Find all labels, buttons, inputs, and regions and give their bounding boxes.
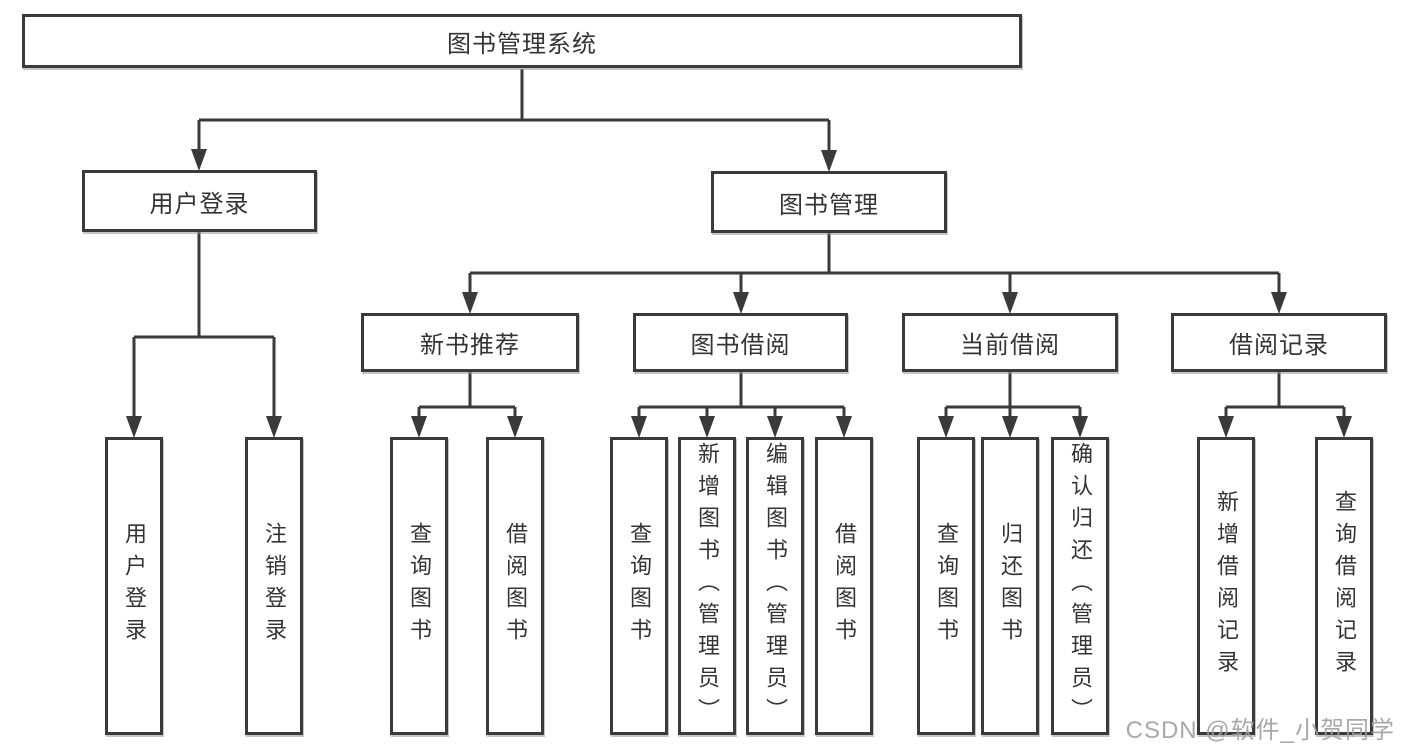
connector-borrow-to-leaves bbox=[637, 371, 846, 418]
node-new-book-recommend: 新书推荐 bbox=[361, 313, 579, 372]
connector-records-to-leaves bbox=[1224, 371, 1346, 418]
leaf-records-add-record: 新增借阅记录 bbox=[1197, 437, 1255, 735]
leaf-recommend-borrow-books: 借阅图书 bbox=[486, 437, 544, 735]
leaf-user-login: 用户登录 bbox=[105, 437, 163, 735]
arrowhead-icons bbox=[126, 149, 1352, 438]
leaf-current-query-books: 查询图书 bbox=[917, 437, 975, 735]
connector-current-to-leaves bbox=[944, 371, 1082, 418]
leaf-current-return-books: 归还图书 bbox=[981, 437, 1039, 735]
node-user-login: 用户登录 bbox=[82, 170, 317, 232]
node-borrow-records: 借阅记录 bbox=[1171, 313, 1387, 372]
leaf-current-confirm-return-admin: 确认归还（管理员） bbox=[1051, 437, 1109, 735]
leaf-records-query-record: 查询借阅记录 bbox=[1315, 437, 1373, 735]
leaf-borrow-add-books-admin: 新增图书（管理员） bbox=[678, 437, 736, 735]
leaf-borrow-borrow-books: 借阅图书 bbox=[815, 437, 873, 735]
connector-manage-to-level3 bbox=[468, 232, 1281, 294]
connector-recommend-to-leaves bbox=[417, 371, 517, 418]
connector-login-to-leaves bbox=[132, 231, 276, 418]
node-current-borrow: 当前借阅 bbox=[902, 313, 1118, 372]
node-book-management: 图书管理 bbox=[711, 171, 947, 233]
node-book-borrow: 图书借阅 bbox=[633, 313, 848, 372]
leaf-recommend-query-books: 查询图书 bbox=[390, 437, 448, 735]
node-root-system: 图书管理系统 bbox=[22, 14, 1022, 68]
leaf-borrow-edit-books-admin: 编辑图书（管理员） bbox=[746, 437, 804, 735]
leaf-logout: 注销登录 bbox=[245, 437, 303, 735]
leaf-borrow-query-books: 查询图书 bbox=[610, 437, 668, 735]
connector-root-to-level2 bbox=[197, 69, 831, 151]
csdn-watermark: CSDN @软件_小贺同学 bbox=[1125, 717, 1395, 744]
